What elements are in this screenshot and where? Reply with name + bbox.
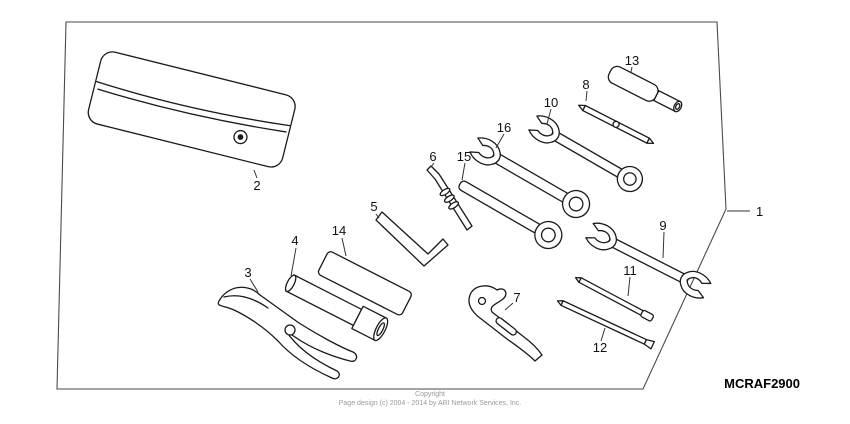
combo-wrench-10-handle (549, 129, 625, 179)
screwdriver-11-tip (574, 277, 582, 283)
callout-3[interactable]: 3 (244, 265, 251, 280)
spring-coil (448, 201, 460, 210)
leader-5 (375, 213, 380, 219)
leader-lines (249, 66, 750, 342)
callouts: 1 2 3 4 5 6 7 8 9 10 11 12 13 14 15 16 (244, 53, 763, 355)
combo-wrench-10-hole (623, 172, 637, 186)
leader-6 (430, 162, 435, 168)
driver-grip-socket-hole (674, 103, 681, 110)
hook-spanner (468, 285, 543, 362)
combo-wrench-10-open-jaw (528, 115, 560, 144)
leader-3 (249, 278, 259, 293)
screwdriver-11 (574, 277, 654, 322)
tool-bag-body (87, 51, 296, 168)
callout-8[interactable]: 8 (582, 77, 589, 92)
driver-bit-tip-right (646, 137, 655, 145)
kit-outline (56, 21, 727, 390)
box-wrench-15 (458, 180, 563, 250)
plug-tube-wrench (284, 274, 389, 342)
tool-sleeve (317, 251, 412, 316)
combo-wrench-10 (528, 115, 644, 193)
combo-wrench-16-hole (568, 196, 584, 212)
copyright-line1: Copyright (415, 391, 445, 398)
callout-11[interactable]: 11 (623, 263, 637, 278)
screwdriver-12-blade (643, 338, 655, 350)
callout-2[interactable]: 2 (253, 178, 260, 193)
hex-wrench-large-outline (375, 211, 449, 267)
plug-wrench-open-end (284, 274, 297, 293)
screwdriver-12 (556, 300, 655, 350)
leader-14 (341, 237, 347, 257)
callout-7[interactable]: 7 (513, 290, 520, 305)
open-end-wrench-9-jaw-left (585, 222, 618, 251)
driver-grip-body (607, 65, 659, 102)
callout-4[interactable]: 4 (291, 233, 298, 248)
spring-coil (439, 187, 451, 197)
callout-15[interactable]: 15 (457, 149, 471, 164)
hex-wrench-small (426, 165, 473, 231)
open-end-wrench-9 (585, 222, 712, 299)
pliers (217, 286, 358, 380)
driver-bit (578, 104, 655, 145)
pliers-pivot (284, 324, 296, 336)
open-end-wrench-9-jaw-right (679, 270, 712, 299)
callout-6[interactable]: 6 (429, 149, 436, 164)
hex-wrench-large (375, 211, 449, 267)
leader-10 (546, 108, 552, 125)
callout-9[interactable]: 9 (659, 218, 666, 233)
leader-9 (662, 231, 665, 259)
screwdriver-11-ferrule (640, 309, 654, 322)
leader-11 (627, 276, 631, 297)
callout-16[interactable]: 16 (497, 120, 511, 135)
tool-bag-snap-center (237, 134, 244, 140)
hook-spanner-hole (477, 296, 487, 306)
part-code: MCRAF2900 (724, 376, 800, 391)
screwdriver-12-tip (556, 300, 564, 306)
tool-bag-flap-crease (97, 88, 287, 133)
callout-14[interactable]: 14 (332, 223, 346, 238)
plug-wrench-socket-hole (376, 322, 386, 337)
leader-16 (495, 133, 505, 149)
leader-7 (504, 302, 514, 311)
tool-bag (87, 51, 296, 168)
callout-5[interactable]: 5 (370, 199, 377, 214)
leader-12 (600, 327, 606, 342)
tool-sleeve-body (317, 251, 412, 316)
callout-10[interactable]: 10 (544, 95, 558, 110)
leader-13 (630, 66, 633, 73)
combo-wrench-16-handle (489, 151, 571, 204)
pliers-jaw-line (223, 295, 269, 309)
leader-4 (290, 247, 297, 277)
hook-spanner-slot (495, 317, 517, 336)
callout-13[interactable]: 13 (625, 53, 639, 68)
leader-15 (461, 162, 466, 181)
driver-bit-collar (612, 120, 620, 128)
combo-wrench-16-open-jaw (469, 137, 501, 166)
box-wrench-15-hole (540, 227, 556, 243)
copyright-line2: Page design (c) 2004 - 2014 by ARI Netwo… (339, 400, 522, 407)
callout-1[interactable]: 1 (756, 204, 763, 219)
leader-2 (253, 169, 258, 179)
callout-12[interactable]: 12 (593, 340, 607, 355)
open-end-wrench-9-handle (606, 235, 691, 286)
pliers-outline (217, 286, 358, 380)
leader-8 (585, 90, 588, 102)
spring-coil (443, 194, 455, 203)
driver-bit-tip-left (578, 104, 586, 112)
driver-grip (607, 65, 683, 113)
tool-bag-flap-edge (95, 80, 291, 127)
combo-wrench-16 (469, 137, 591, 219)
